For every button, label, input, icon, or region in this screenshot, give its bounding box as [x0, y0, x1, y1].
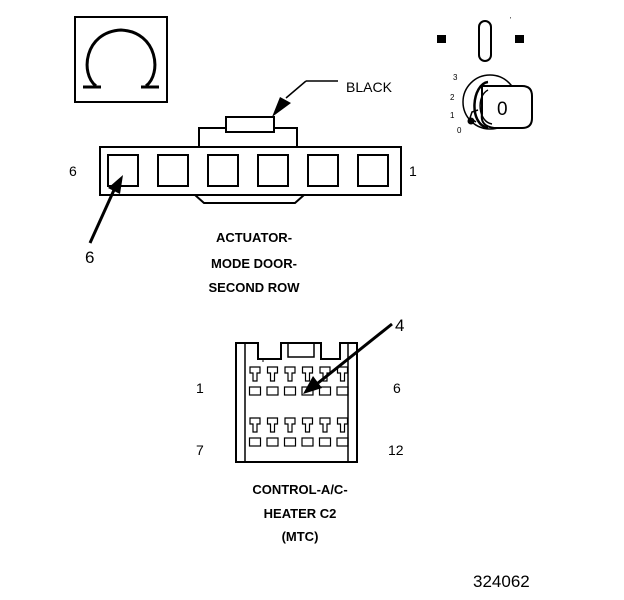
- actuator-cavity: [157, 154, 189, 187]
- control-pin-7-label: 7: [196, 442, 204, 458]
- control-probe-line: [317, 322, 393, 385]
- actuator-cavity: [307, 154, 339, 187]
- control-terminal: [301, 366, 314, 382]
- actuator-pin-right-label: 1: [409, 163, 417, 179]
- black-lead-line: [285, 80, 307, 99]
- actuator-pin-left-label: 6: [69, 163, 77, 179]
- control-cavity: [336, 386, 349, 396]
- control-terminal: [301, 417, 314, 433]
- control-pin-6-label: 6: [393, 380, 401, 396]
- control-terminal: [336, 366, 349, 382]
- control-terminal: [249, 417, 261, 433]
- ignition-key-label: 0: [497, 99, 508, 120]
- ignition-position-1: 1: [450, 111, 455, 120]
- ignition-position-2: 2: [450, 93, 455, 102]
- svg-text:': ': [510, 17, 511, 24]
- control-pin-12-label: 12: [388, 442, 404, 458]
- control-probe-arrowhead: [303, 376, 322, 394]
- control-title-line-2: HEATER C2: [264, 506, 337, 521]
- omega-icon: [74, 16, 168, 103]
- control-cavity: [248, 437, 262, 447]
- control-title-line-3: (MTC): [282, 529, 319, 544]
- control-connector: [235, 342, 358, 463]
- control-cavity: [336, 437, 349, 447]
- control-terminal: [336, 417, 349, 433]
- control-terminal: [266, 366, 279, 382]
- control-title-line-1: CONTROL-A/C-: [252, 482, 347, 497]
- control-cavity: [266, 437, 279, 447]
- control-cavity-grid: [248, 366, 349, 447]
- control-terminal: [249, 366, 261, 382]
- actuator-cavity: [257, 154, 289, 187]
- actuator-cavity: [207, 154, 239, 187]
- control-cavity: [301, 437, 314, 447]
- control-cavity: [248, 386, 262, 396]
- ignition-position-3: 3: [453, 73, 458, 82]
- actuator-probe-arrowhead: [108, 175, 123, 194]
- actuator-cavity: [107, 154, 139, 187]
- control-terminal: [319, 366, 331, 382]
- control-cavity: [266, 386, 279, 396]
- actuator-title-line-2: MODE DOOR-: [211, 256, 297, 271]
- figure-number: 324062: [473, 572, 530, 591]
- control-terminal: [319, 417, 331, 433]
- actuator-connector: [99, 116, 402, 204]
- control-pin-1-label: 1: [196, 380, 204, 396]
- actuator-cavity-row: [107, 154, 389, 187]
- ignition-key-icon: ': [437, 17, 533, 130]
- control-probe-label: 4: [395, 316, 404, 335]
- control-terminal: [266, 417, 279, 433]
- wire-color-label: BLACK: [346, 79, 393, 95]
- ignition-position-0: 0: [457, 126, 462, 135]
- control-cavity: [318, 386, 332, 396]
- control-cavity: [283, 437, 297, 447]
- actuator-probe-line: [88, 189, 116, 244]
- actuator-probe-label: 6: [85, 248, 94, 267]
- actuator-title-line-3: SECOND ROW: [209, 280, 301, 295]
- control-terminal: [284, 417, 296, 433]
- actuator-cavity: [357, 154, 389, 187]
- control-cavity: [283, 386, 297, 396]
- actuator-title-line-1: ACTUATOR-: [216, 230, 292, 245]
- black-lead-arrowhead: [272, 97, 291, 117]
- control-cavity: [318, 437, 332, 447]
- control-terminal: [284, 366, 296, 382]
